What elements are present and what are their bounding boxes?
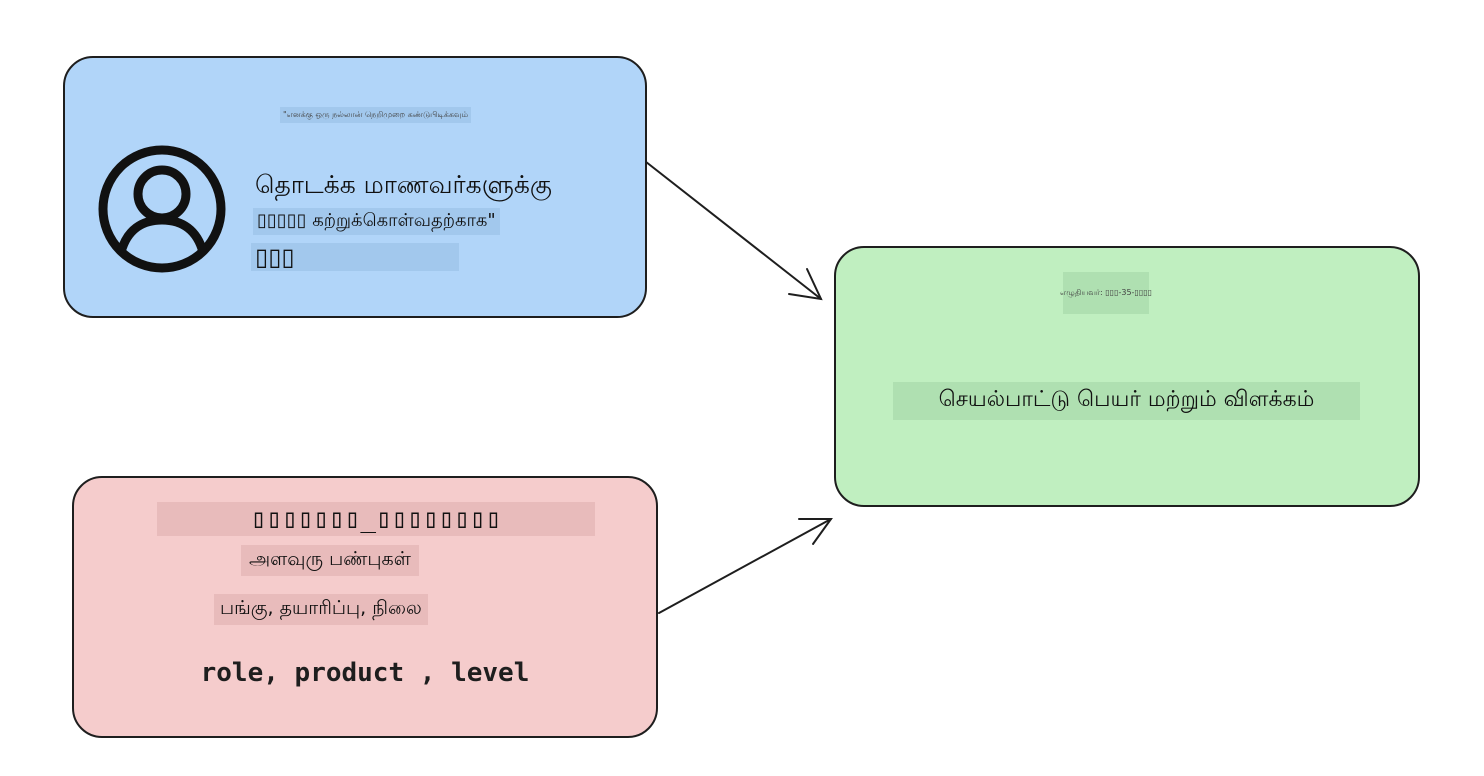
user-prompt-line-1: தொடக்க மாணவர்களுக்கு	[255, 170, 552, 199]
output-small-text: எழுதியவர்: ▯▯▯-35-▯▯▯▯	[1060, 272, 1152, 314]
user-circle-icon	[98, 145, 226, 273]
arrow-user-to-output	[640, 157, 822, 300]
parameter-properties-box: ▯▯▯▯▯▯▯_▯▯▯▯▯▯▯▯ அளவுரு பண்புகள் பங்கு, …	[72, 476, 658, 738]
user-prompt-line-3: ▯▯▯	[251, 243, 459, 271]
properties-code: role, product , level	[200, 658, 530, 688]
function-output-box: எழுதியவர்: ▯▯▯-35-▯▯▯▯ செயல்பாட்டு பெயர்…	[834, 246, 1420, 507]
properties-title: ▯▯▯▯▯▯▯_▯▯▯▯▯▯▯▯	[157, 502, 595, 536]
arrow-props-to-output-head	[798, 518, 833, 545]
arrow-user-to-output-head	[788, 268, 823, 301]
function-name-description: செயல்பாட்டு பெயர் மற்றும் விளக்கம்	[893, 382, 1360, 420]
properties-values-tamil: பங்கு, தயாரிப்பு, நிலை	[214, 594, 428, 625]
user-prompt-line-2: ▯▯▯▯▯ கற்றுக்கொள்வதற்காக"	[253, 208, 500, 235]
properties-subtitle: அளவுரு பண்புகள்	[241, 545, 419, 576]
arrow-props-to-output	[658, 518, 832, 614]
user-prompt-box: "எனக்கு ஒரு நல்லான் நெறிமுறை கண்டுபிடிக்…	[63, 56, 647, 318]
user-prompt-small-text: "எனக்கு ஒரு நல்லான் நெறிமுறை கண்டுபிடிக்…	[280, 107, 472, 123]
